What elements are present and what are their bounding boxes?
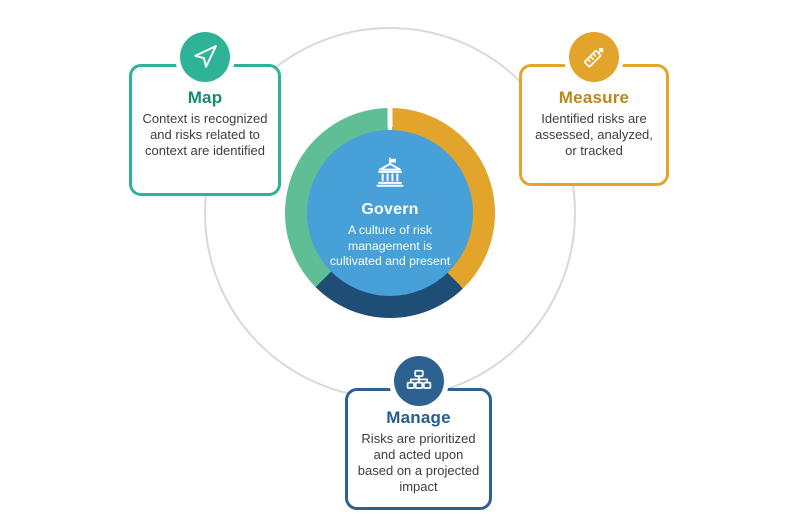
bank-icon [373,156,407,195]
map-icon-bubble [175,27,235,87]
map-title: Map [187,88,223,107]
manage-icon-bubble [388,351,449,411]
manage-title: Manage [386,408,451,427]
measure-title: Measure [558,88,630,107]
org-chart-icon [393,356,444,406]
manage-description: Risks are prioritized and acted upon bas… [357,431,480,495]
govern-title: Govern [361,200,419,218]
govern-description: A culture of risk management is cultivat… [329,222,451,269]
manage-card: Manage Risks are prioritized and acted u… [345,351,492,510]
map-card: Map Context is recognized and risks rela… [129,27,281,196]
ruler-icon [569,32,619,82]
paper-plane-icon [180,32,230,82]
govern-node: Govern A culture of risk management is c… [307,130,473,296]
map-description: Context is recognized and risks related … [142,111,268,159]
measure-icon-bubble [564,27,624,87]
measure-card: Measure Identified risks are assessed, a… [519,27,669,186]
measure-description: Identified risks are assessed, analyzed,… [535,111,653,159]
